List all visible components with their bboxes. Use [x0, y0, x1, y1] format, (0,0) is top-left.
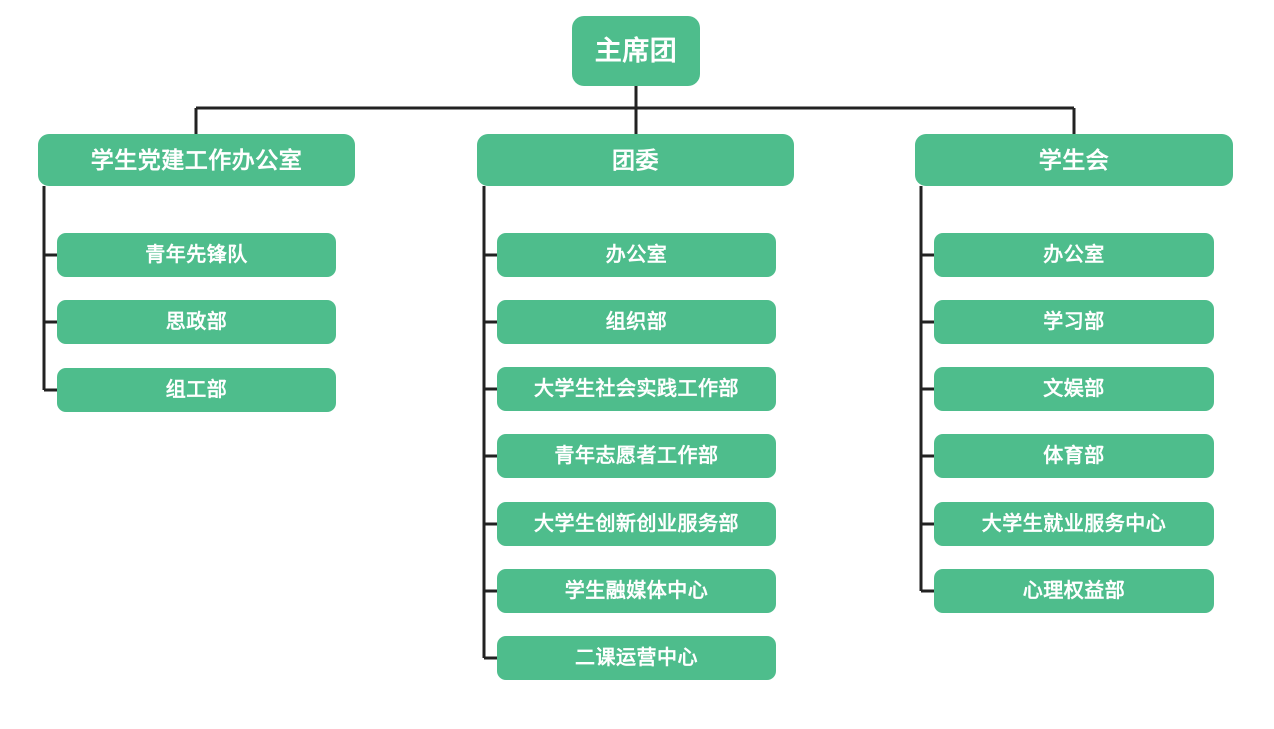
node-branch-2-child-2[interactable]: 组织部: [497, 300, 776, 344]
node-branch-3-child-3[interactable]: 文娱部: [934, 367, 1214, 411]
node-branch-1-child-1[interactable]: 青年先锋队: [57, 233, 336, 277]
node-branch-3-child-4-label: 体育部: [1043, 445, 1105, 467]
node-root[interactable]: 主席团: [572, 16, 700, 86]
node-branch-2-child-6[interactable]: 学生融媒体中心: [497, 569, 776, 613]
node-branch-2-child-3[interactable]: 大学生社会实践工作部: [497, 367, 776, 411]
node-branch-2[interactable]: 团委: [477, 134, 794, 186]
node-branch-3-child-5-label: 大学生就业服务中心: [981, 513, 1167, 535]
node-branch-3-child-5[interactable]: 大学生就业服务中心: [934, 502, 1214, 546]
node-branch-1-label: 学生党建工作办公室: [90, 146, 303, 173]
node-branch-3-child-2[interactable]: 学习部: [934, 300, 1214, 344]
node-branch-1-child-3[interactable]: 组工部: [57, 368, 336, 412]
node-branch-3-child-4[interactable]: 体育部: [934, 434, 1214, 478]
node-branch-2-child-4-label: 青年志愿者工作部: [554, 445, 719, 467]
node-branch-2-child-5[interactable]: 大学生创新创业服务部: [497, 502, 776, 546]
node-branch-1-child-1-label: 青年先锋队: [145, 244, 248, 266]
node-branch-1[interactable]: 学生党建工作办公室: [38, 134, 355, 186]
node-branch-3-child-2-label: 学习部: [1043, 311, 1105, 333]
node-branch-2-child-5-label: 大学生创新创业服务部: [534, 513, 739, 535]
node-branch-2-child-6-label: 学生融媒体中心: [564, 580, 709, 602]
node-branch-3-label: 学生会: [1038, 146, 1110, 173]
node-branch-2-label: 团委: [612, 146, 659, 173]
node-branch-2-child-3-label: 大学生社会实践工作部: [534, 378, 739, 400]
node-branch-2-child-4[interactable]: 青年志愿者工作部: [497, 434, 776, 478]
node-branch-3-child-1-label: 办公室: [1043, 244, 1105, 266]
node-branch-2-child-2-label: 组织部: [605, 311, 668, 333]
node-branch-1-child-2[interactable]: 思政部: [57, 300, 336, 344]
node-branch-3-child-1[interactable]: 办公室: [934, 233, 1214, 277]
node-branch-3[interactable]: 学生会: [915, 134, 1233, 186]
node-branch-3-child-6[interactable]: 心理权益部: [934, 569, 1214, 613]
node-branch-2-child-1[interactable]: 办公室: [497, 233, 776, 277]
node-branch-2-child-7-label: 二课运营中心: [575, 647, 698, 669]
node-branch-2-child-1-label: 办公室: [605, 244, 668, 266]
node-branch-1-child-3-label: 组工部: [165, 379, 228, 401]
node-branch-3-child-3-label: 文娱部: [1043, 378, 1105, 400]
node-branch-1-child-2-label: 思政部: [165, 311, 228, 333]
node-branch-3-child-6-label: 心理权益部: [1022, 580, 1126, 602]
node-branch-2-child-7[interactable]: 二课运营中心: [497, 636, 776, 680]
node-root-label: 主席团: [594, 35, 678, 66]
